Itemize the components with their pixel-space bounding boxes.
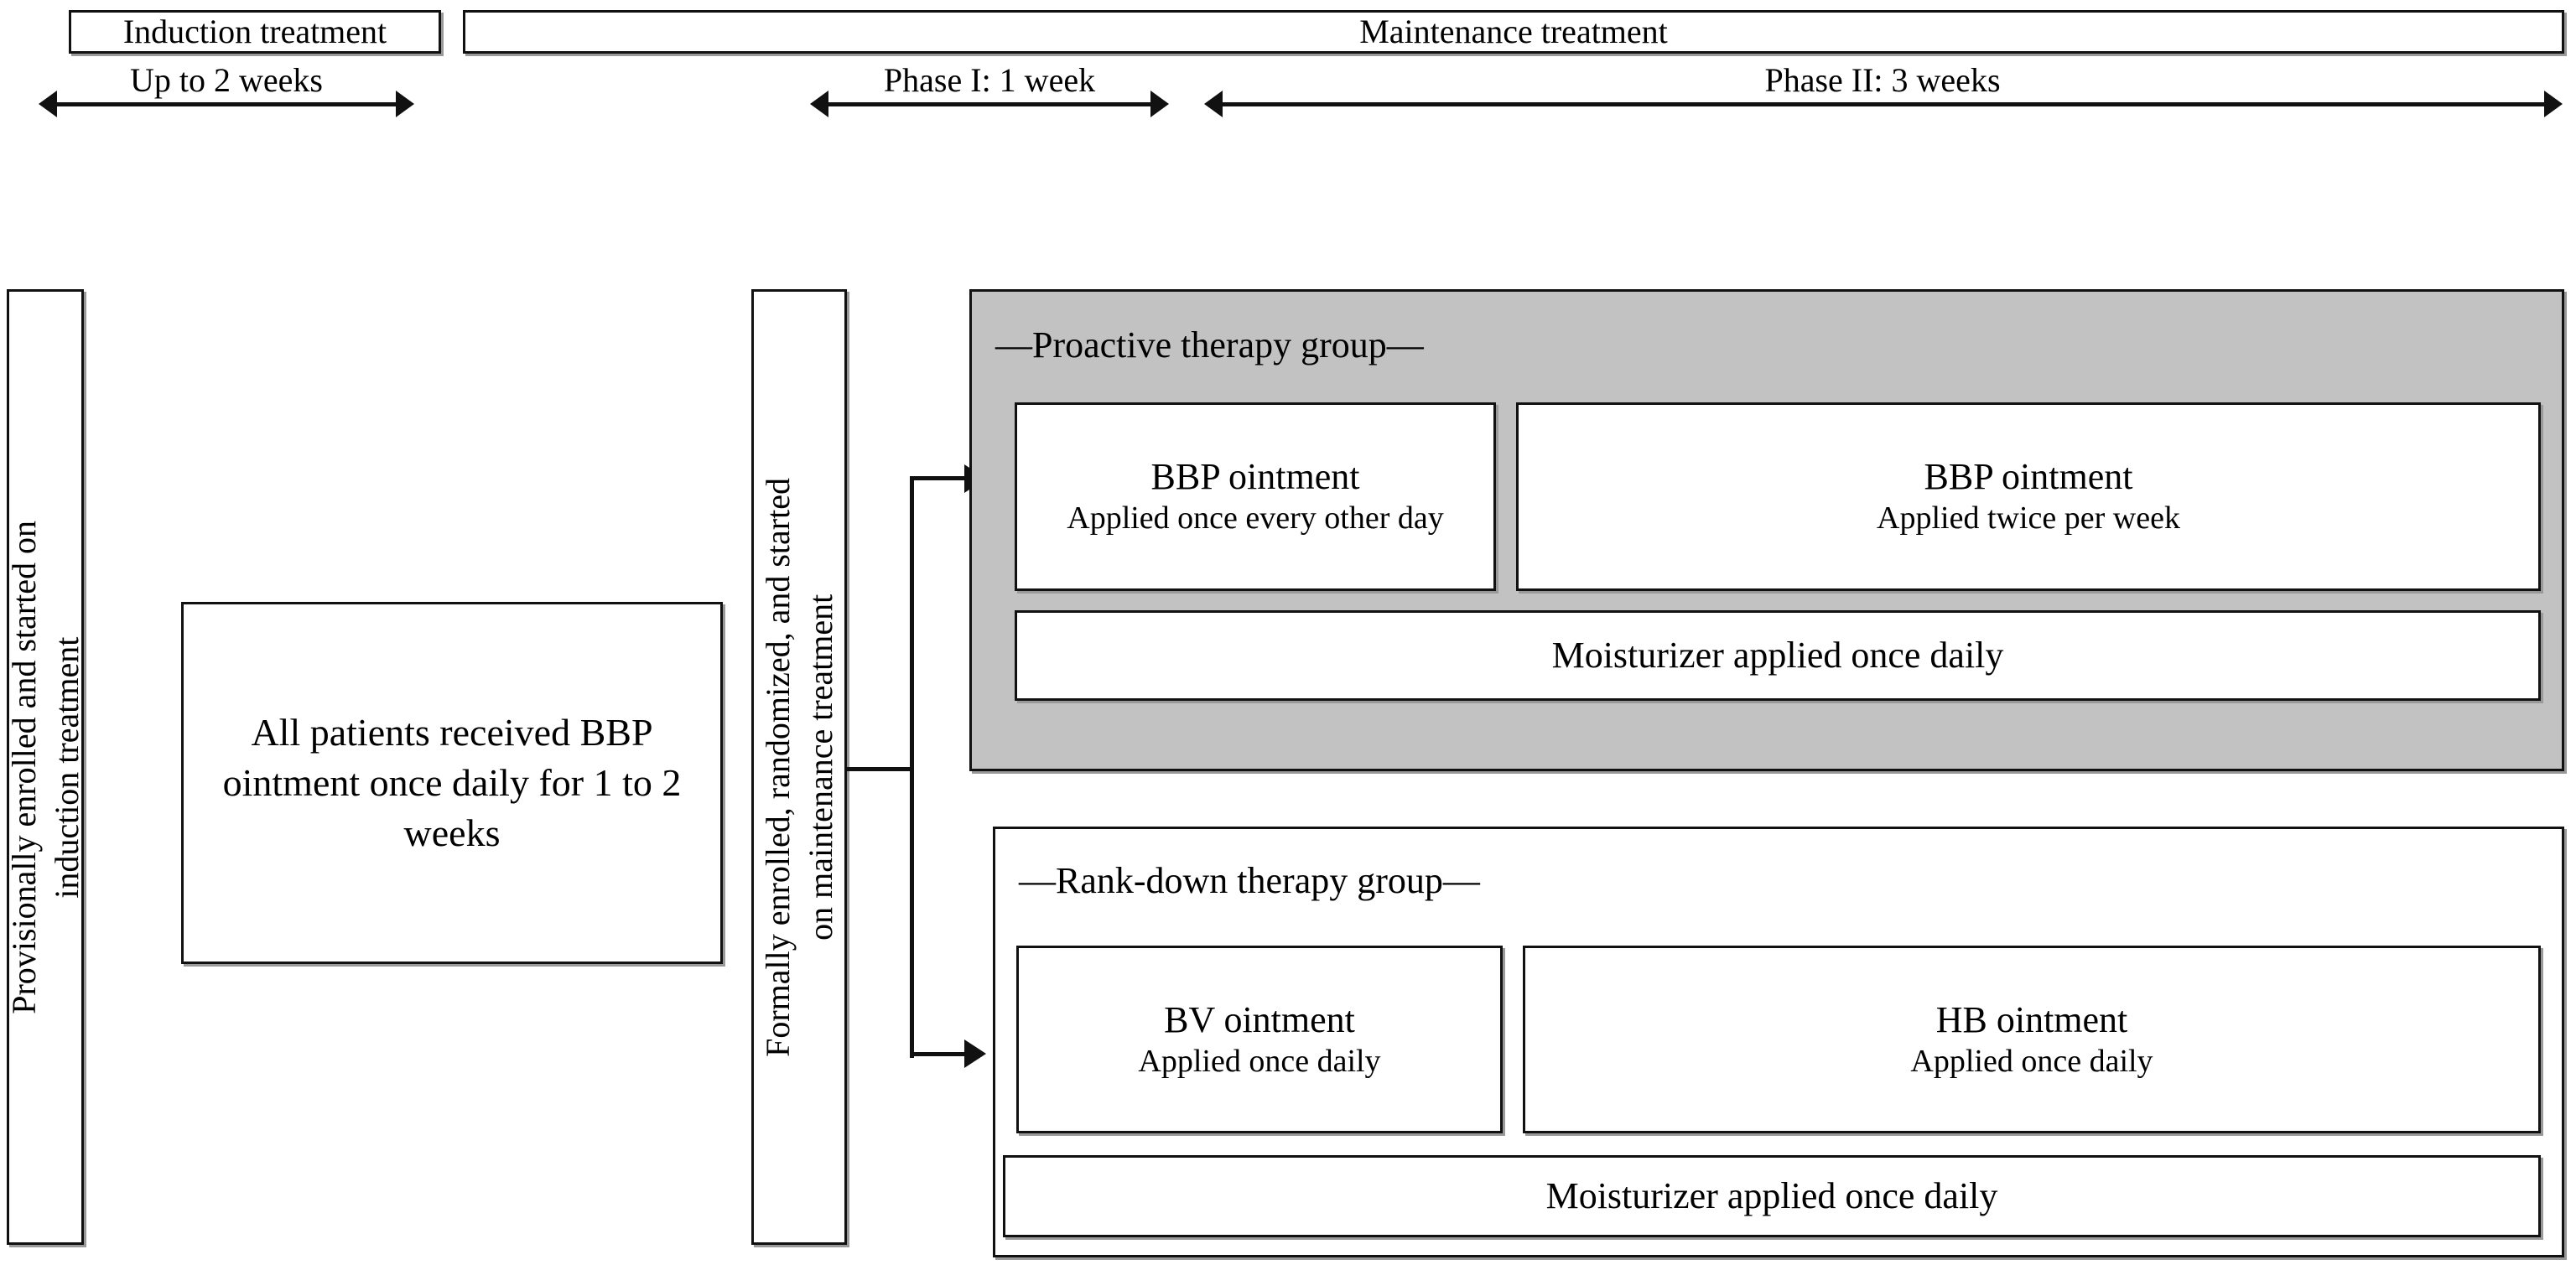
vertical-box-formal-enrollment-randomization: Formally enrolled, randomized, and start…	[751, 289, 847, 1245]
double-arrow-icon-phase-1	[810, 91, 1169, 117]
treatment-box-rankdown-phase-1: BV ointment Applied once daily	[1016, 946, 1503, 1133]
panel-title-proactive-therapy-group: —Proactive therapy group—	[995, 324, 1424, 365]
duration-label-phase-1: Phase I: 1 week	[883, 61, 1096, 99]
treatment-regimen-rankdown-phase-1: Applied once daily	[1138, 1043, 1381, 1079]
treatment-box-rankdown-moisturizer: Moisturizer applied once daily	[1003, 1155, 2541, 1237]
moisturizer-label-rankdown: Moisturizer applied once daily	[1545, 1175, 1998, 1216]
randomization-connector-bracket	[847, 464, 986, 1068]
treatment-box-proactive-moisturizer: Moisturizer applied once daily	[1015, 610, 2541, 701]
vertical-label-provisional-enrollment: Provisionally enrolled and started on in…	[4, 520, 86, 1014]
treatment-regimen-proactive-phase-1: Applied once every other day	[1067, 500, 1444, 537]
double-arrow-icon-induction	[39, 91, 414, 117]
header-label-induction: Induction treatment	[122, 13, 387, 50]
panel-title-rank-down-therapy-group: —Rank-down therapy group—	[1019, 860, 1480, 901]
header-label-maintenance: Maintenance treatment	[1359, 13, 1668, 50]
arrowhead-icon-to-rankdown-group	[964, 1039, 986, 1068]
treatment-drug-rankdown-phase-1: BV ointment	[1164, 998, 1355, 1040]
treatment-drug-proactive-phase-1: BBP ointment	[1150, 456, 1360, 498]
all-patients-induction-text: All patients received BBP ointment once …	[222, 711, 682, 854]
treatment-box-proactive-phase-1: BBP ointment Applied once every other da…	[1015, 402, 1496, 591]
treatment-regimen-proactive-phase-2: Applied twice per week	[1877, 500, 2180, 537]
duration-label-phase-2: Phase II: 3 weeks	[1764, 61, 2001, 99]
treatment-box-rankdown-phase-2: HB ointment Applied once daily	[1523, 946, 2541, 1133]
box-all-patients-induction-regimen: All patients received BBP ointment once …	[181, 602, 723, 964]
vertical-label-formal-enrollment: Formally enrolled, randomized, and start…	[758, 477, 839, 1057]
treatment-drug-proactive-phase-2: BBP ointment	[1924, 456, 2133, 498]
treatment-box-proactive-phase-2: BBP ointment Applied twice per week	[1516, 402, 2541, 591]
moisturizer-label-proactive: Moisturizer applied once daily	[1551, 635, 2004, 676]
vertical-box-provisional-enrollment: Provisionally enrolled and started on in…	[5, 289, 86, 1245]
double-arrow-icon-phase-2	[1204, 91, 2563, 117]
header-box-induction-treatment: Induction treatment	[69, 10, 441, 54]
header-box-maintenance-treatment: Maintenance treatment	[463, 10, 2564, 54]
treatment-regimen-rankdown-phase-2: Applied once daily	[1910, 1043, 2153, 1079]
treatment-drug-rankdown-phase-2: HB ointment	[1935, 998, 2128, 1040]
duration-label-induction: Up to 2 weeks	[130, 61, 323, 99]
